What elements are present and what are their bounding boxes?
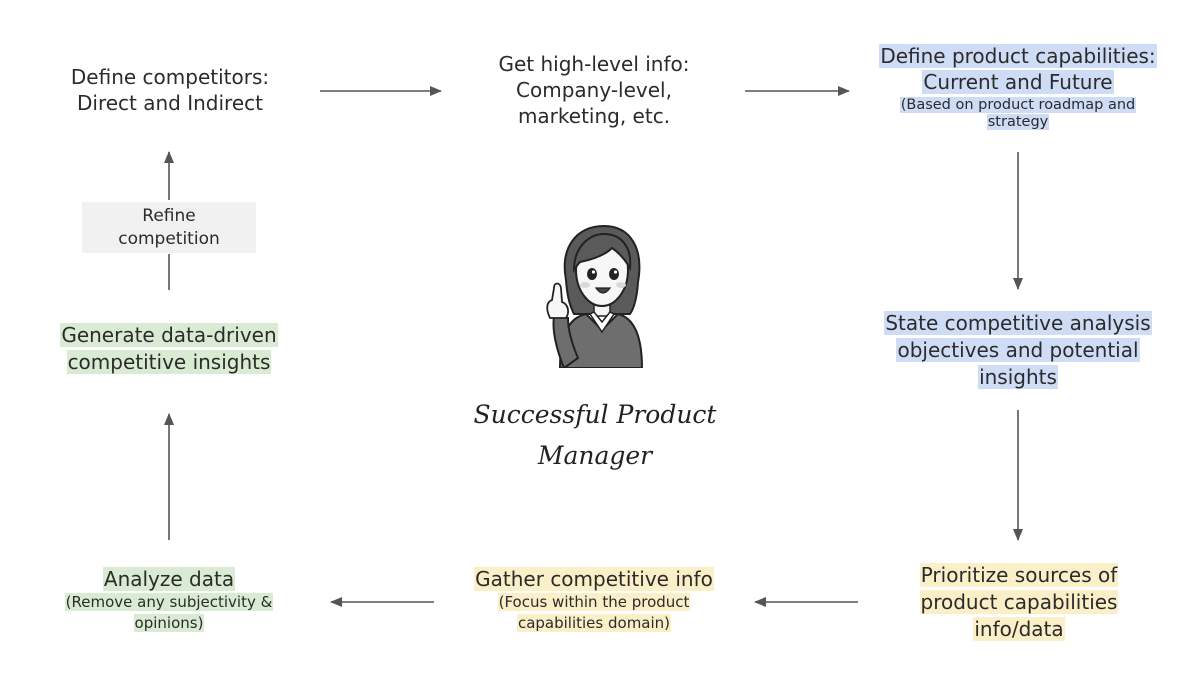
mouth (594, 287, 612, 294)
prioritize-sources-line3: info/data (973, 617, 1065, 642)
gather-info-note1: (Focus within the product (497, 593, 691, 611)
analyze-data-line1: Analyze data (102, 567, 236, 591)
product-capabilities-line1: Define product capabilities: (879, 44, 1157, 68)
product-capabilities-note1: (Based on product roadmap and (899, 97, 1137, 113)
state-objectives-line3: insights (978, 365, 1058, 390)
raised-arm (552, 314, 580, 368)
pointing-hand (546, 282, 569, 319)
high-level-info-line1: Get high-level info: (498, 52, 690, 76)
node-generate-insights: Generate data-driven competitive insight… (34, 322, 304, 376)
right-blush (616, 282, 626, 288)
caption-line1: Successful Product (473, 400, 717, 429)
node-high-level-info: Get high-level info: Company-level, mark… (460, 51, 728, 129)
center-caption: Successful Product Manager (464, 394, 726, 477)
generate-insights-line2: competitive insights (66, 350, 272, 375)
state-objectives-line1: State competitive analysis (884, 311, 1152, 335)
state-objectives-line2: objectives and potential (896, 338, 1140, 363)
gather-info-line1: Gather competitive info (474, 567, 714, 591)
define-competitors-line2: Direct and Indirect (77, 91, 263, 115)
node-gather-info: Gather competitive info (Focus within th… (453, 566, 735, 634)
hair-fringe (572, 232, 632, 274)
define-competitors-line1: Define competitors: (70, 65, 270, 89)
refine-competition-line2: competition (118, 228, 220, 249)
node-prioritize-sources: Prioritize sources of product capabiliti… (880, 562, 1158, 644)
left-blush (580, 282, 590, 288)
product-manager-illustration (546, 224, 644, 368)
node-refine-competition: Refine competition (82, 202, 256, 253)
right-eye (609, 268, 619, 280)
shirt (588, 311, 616, 334)
node-analyze-data: Analyze data (Remove any subjectivity & … (39, 566, 299, 634)
product-capabilities-line2: Current and Future (922, 70, 1114, 94)
generate-insights-line1: Generate data-driven (60, 323, 278, 347)
node-product-capabilities: Define product capabilities: Current and… (862, 43, 1174, 131)
refine-competition-line1: Refine (142, 205, 196, 226)
gather-info-note2: capabilities domain) (516, 614, 672, 632)
prioritize-sources-line1: Prioritize sources of (919, 563, 1119, 587)
high-level-info-line3: marketing, etc. (517, 104, 671, 128)
product-capabilities-note2: strategy (986, 114, 1050, 131)
prioritize-sources-line2: product capabilities (919, 590, 1119, 615)
analyze-data-note2: opinions) (133, 614, 205, 632)
node-define-competitors: Define competitors: Direct and Indirect (40, 64, 300, 116)
node-state-objectives: State competitive analysis objectives an… (868, 310, 1168, 392)
left-eye (587, 268, 597, 280)
high-level-info-line2: Company-level, (516, 78, 672, 102)
analyze-data-note1: (Remove any subjectivity & (64, 593, 274, 611)
caption-line2: Manager (537, 441, 653, 471)
